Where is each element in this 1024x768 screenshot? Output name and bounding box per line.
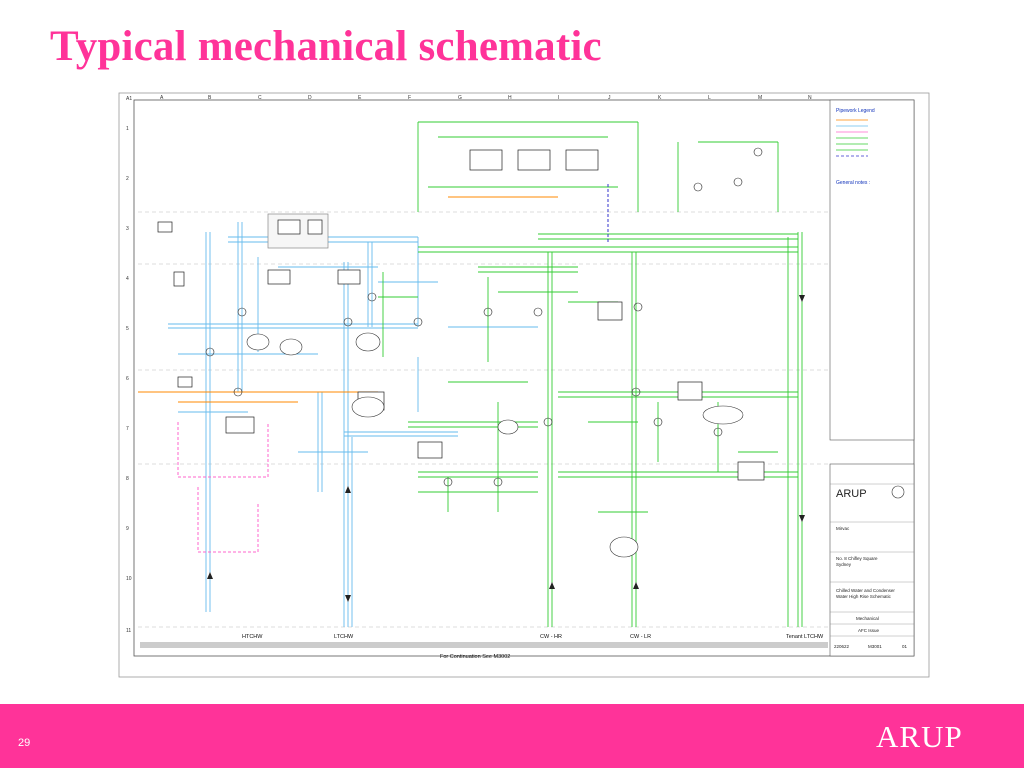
grid-col-label: G [458, 95, 462, 101]
continuation-bar [140, 642, 828, 648]
grid-row-label: 3 [126, 226, 129, 232]
company-seal-icon [891, 485, 905, 499]
sheet-ref: A1 [126, 96, 132, 102]
grid-col-label: F [408, 95, 411, 101]
title-block-logo: ARUP [836, 488, 867, 500]
grid-row-label: 5 [126, 326, 129, 332]
heat-exchanger [267, 269, 291, 285]
grid-col-label: D [308, 95, 312, 101]
grid-col-label: M [758, 95, 762, 101]
pipe-label-htchw: HTCHW [242, 634, 263, 640]
drawing-outer-border [118, 92, 930, 678]
heat-exchanger [597, 301, 623, 321]
grid-row-label: 8 [126, 476, 129, 482]
magenta-pipe [197, 487, 259, 553]
grid-row-label: 2 [126, 176, 129, 182]
heat-exchanger [337, 269, 361, 285]
pump-set [225, 416, 255, 434]
floor-level-lines [138, 211, 830, 628]
grid-col-label: H [508, 95, 512, 101]
valves-and-pumps [205, 147, 763, 487]
grid-col-label: E [358, 95, 362, 101]
grid-row-label: 7 [126, 426, 129, 432]
title-block-job-number: 220622 [834, 644, 850, 649]
continuation-note: For Continuation See M3002 [440, 654, 510, 660]
title-block-drawing-title-2: Water High Rise Schematic [836, 594, 892, 599]
grid-row-labels: 1 2 3 4 5 6 7 8 9 10 11 [126, 126, 132, 634]
other-pipes [138, 184, 609, 553]
title-block-status: AFC Issue [858, 628, 880, 633]
equipment [157, 149, 765, 481]
page-number: 29 [18, 737, 31, 749]
condenser-water-green-pipes [378, 121, 803, 627]
pipe-label-cw-lr: CW - LR [630, 634, 651, 640]
grid-column-labels: A B C D E F G H I J K L M N [160, 95, 812, 101]
flow-arrows [207, 295, 805, 602]
tank [177, 376, 193, 388]
heat-exchanger [307, 219, 323, 235]
pipe-label-cw-hr: CW - HR [540, 634, 562, 640]
title-block-drawing-title-1: Chilled Water and Condenser [836, 588, 895, 593]
tank [157, 221, 173, 233]
grid-col-label: L [708, 95, 711, 101]
chilled-water-blue-pipes [168, 222, 538, 627]
grid-row-label: 10 [126, 576, 132, 582]
grid-row-label: 6 [126, 376, 129, 382]
chiller-unit [565, 149, 599, 171]
pipe-label-tenant: Tenant LTCHW [786, 634, 824, 640]
chiller-unit [469, 149, 503, 171]
notes-panel [829, 99, 915, 441]
general-notes-title: General notes : [836, 180, 870, 186]
grid-row-label: 1 [126, 126, 129, 132]
grid-col-label: A [160, 95, 164, 101]
pipe-labels: HTCHW LTCHW CW - HR CW - LR Tenant LTCHW [242, 634, 824, 640]
title-block-job-title: No. 8 Chifley Square [836, 556, 878, 561]
grid-col-label: B [208, 95, 212, 101]
annotation-clouds [246, 332, 744, 558]
footer-logo: ARUP [876, 719, 963, 754]
heat-exchanger [677, 381, 703, 401]
grid-col-label: C [258, 95, 262, 101]
pipe-label-ltchw: LTCHW [334, 634, 354, 640]
grid-row-label: 11 [126, 628, 131, 634]
heat-exchanger [737, 461, 765, 481]
title-block-job-subtitle: Sydney [836, 562, 852, 567]
grid-row-label: 9 [126, 526, 129, 532]
absorption-chiller [277, 219, 301, 235]
heat-exchanger [417, 441, 443, 459]
title-block-drawing-number: M3001 [868, 644, 882, 649]
grid-col-label: K [658, 95, 662, 101]
magenta-pipe [177, 422, 269, 478]
title-block-revision: 01 [902, 644, 908, 649]
grid-col-label: J [608, 95, 611, 101]
tank [173, 271, 185, 287]
title-block-client: Mirvac [836, 526, 850, 531]
legend-lines [836, 119, 868, 157]
footer-bar [0, 704, 1024, 768]
slide-title: Typical mechanical schematic [50, 23, 602, 70]
grid-col-label: I [558, 95, 559, 101]
grid-row-label: 4 [126, 276, 129, 282]
grid-col-label: N [808, 95, 812, 101]
mechanical-schematic-drawing: A1 A B C D E F G H I J K L M N 1 2 3 4 5… [118, 92, 930, 678]
legend-title: Pipework Legend [836, 108, 875, 114]
chiller-unit [517, 149, 551, 171]
title-block-discipline: Mechanical [856, 616, 879, 621]
